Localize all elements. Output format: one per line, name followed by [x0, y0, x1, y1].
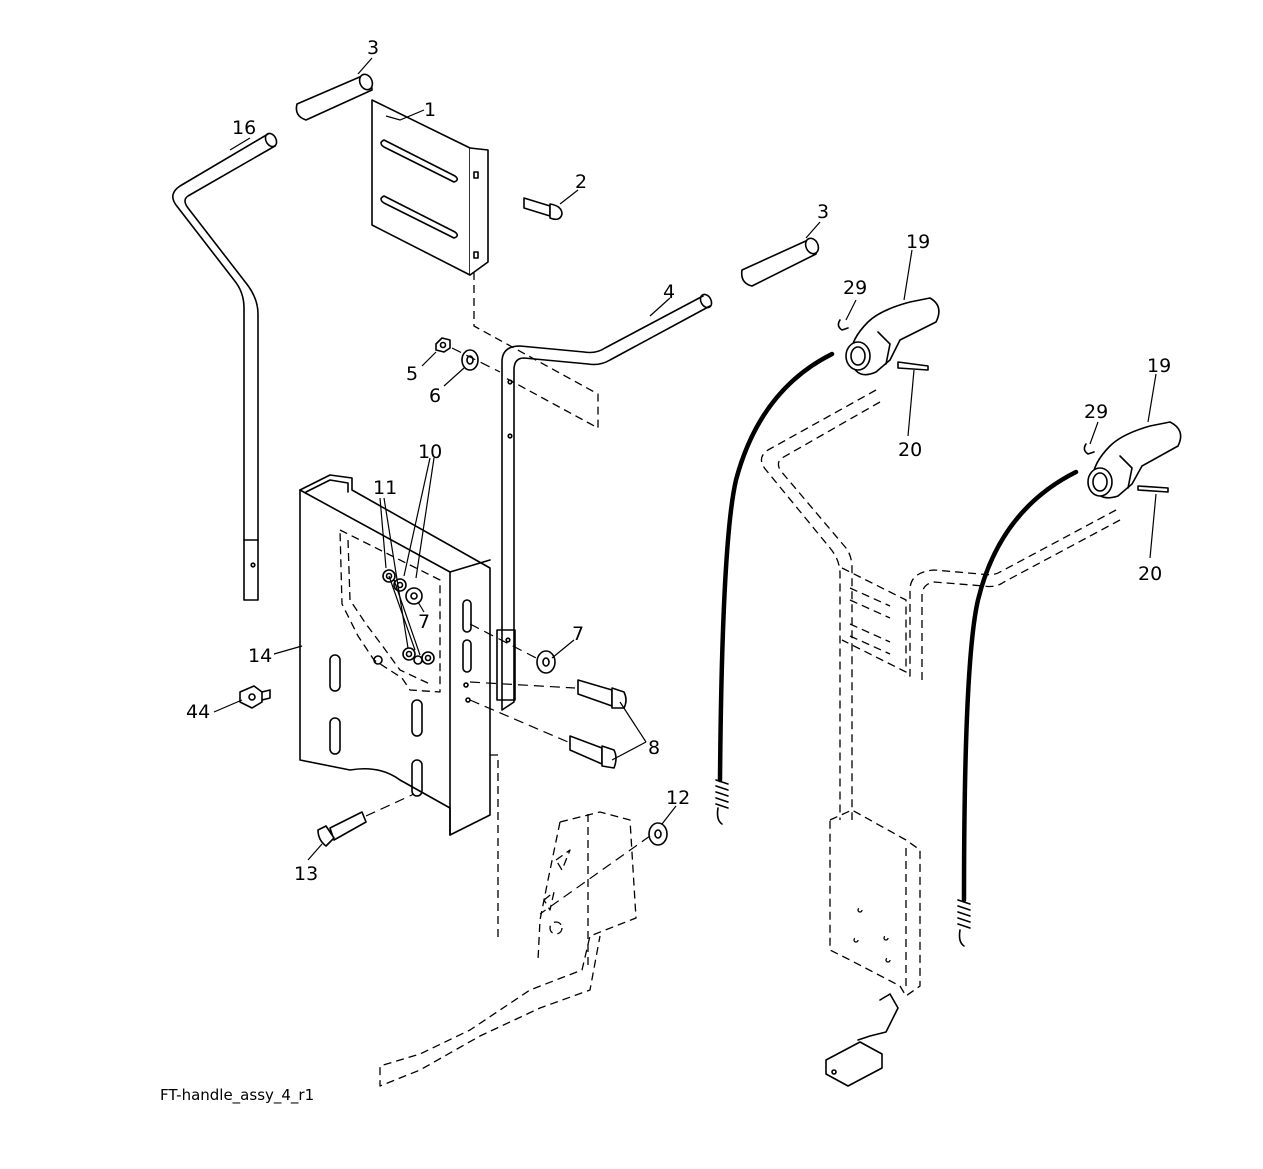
callout-16: 16	[232, 117, 256, 139]
part-6-washer	[461, 349, 479, 371]
callout-8: 8	[648, 737, 660, 759]
callout-7-inner: 7	[418, 611, 430, 633]
callout-6: 6	[429, 385, 441, 407]
part-8-bolt-lower	[569, 735, 617, 769]
part-7-washer-inner	[405, 587, 423, 605]
callout-7-outer: 7	[572, 623, 584, 645]
callout-10: 10	[418, 441, 442, 463]
callout-11: 11	[373, 477, 397, 499]
callout-29-lower: 29	[1084, 401, 1108, 423]
callout-44: 44	[186, 701, 210, 723]
part-20-pin-lower	[1137, 485, 1169, 493]
callout-leaders	[213, 57, 1157, 861]
callout-1: 1	[424, 99, 436, 121]
part-14-bracket-plate	[299, 474, 491, 836]
part-2-bolt	[523, 197, 563, 221]
part-19-lever-lower	[1087, 421, 1182, 499]
part-12-nut	[648, 822, 668, 846]
part-13-carriage-bolt	[317, 811, 367, 847]
control-cable-right	[957, 469, 1079, 947]
callout-19-lower: 19	[1147, 355, 1171, 377]
part-4-main-handle	[496, 293, 713, 711]
callout-20-upper: 20	[898, 439, 922, 461]
part-20-pin-upper	[897, 361, 929, 371]
callout-13: 13	[294, 863, 318, 885]
callout-20-lower: 20	[1138, 563, 1162, 585]
callout-5: 5	[406, 363, 418, 385]
part-29-clip-upper	[837, 319, 849, 331]
callout-3-right: 3	[817, 201, 829, 223]
ghost-handle-frame	[760, 389, 1121, 1087]
callout-12: 12	[666, 787, 690, 809]
part-3-grip-right	[740, 237, 820, 287]
callout-4: 4	[663, 281, 675, 303]
callout-labels: 1 2 3 3 4 5 6 10 11 7 7 8 14 44 12 13 16…	[186, 37, 1171, 885]
part-44-clip	[239, 685, 271, 709]
part-16-handle-rod	[172, 132, 278, 601]
callout-2: 2	[575, 171, 587, 193]
callout-19-upper: 19	[906, 231, 930, 253]
control-cable-left	[715, 351, 835, 825]
ghost-frame-lower	[379, 754, 637, 1087]
part-3-grip-upper	[295, 73, 374, 121]
callout-14: 14	[248, 645, 272, 667]
part-1-upper-panel	[371, 99, 489, 276]
part-7-washer-outer	[536, 650, 556, 674]
part-8-bolt-upper	[577, 679, 627, 709]
part-19-lever-upper	[845, 297, 940, 376]
diagram-caption: FT-handle_assy_4_r1	[160, 1086, 314, 1105]
part-5-nut	[435, 337, 451, 353]
callout-3-upper: 3	[367, 37, 379, 59]
part-29-clip-lower	[1083, 443, 1095, 455]
callout-29-upper: 29	[843, 277, 867, 299]
